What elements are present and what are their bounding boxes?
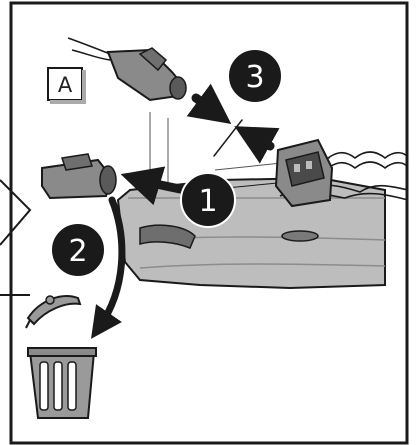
zoom-callout-edge (0, 179, 32, 296)
old-connector-icon (41, 153, 117, 200)
svg-text:2: 2 (68, 234, 87, 269)
step-badge-2: 2 (50, 222, 106, 278)
bin-lid-icon (25, 295, 82, 329)
svg-text:3: 3 (245, 60, 264, 95)
arrow-insert-b (234, 126, 280, 164)
arrow-insert-a (186, 83, 232, 125)
part-label-a: A (47, 67, 86, 104)
trash-bin-icon (27, 347, 97, 419)
svg-text:A: A (58, 73, 73, 97)
step-badge-1: 1 (180, 172, 236, 228)
arrow-remove (120, 166, 190, 206)
replacement-connector-icon (274, 138, 334, 208)
step-badge-3: 3 (227, 48, 283, 104)
connector-a-icon (67, 37, 187, 102)
arrow-discard (91, 196, 126, 339)
insert-mark (213, 119, 243, 157)
step-arrows (91, 83, 280, 339)
svg-text:1: 1 (198, 184, 217, 219)
